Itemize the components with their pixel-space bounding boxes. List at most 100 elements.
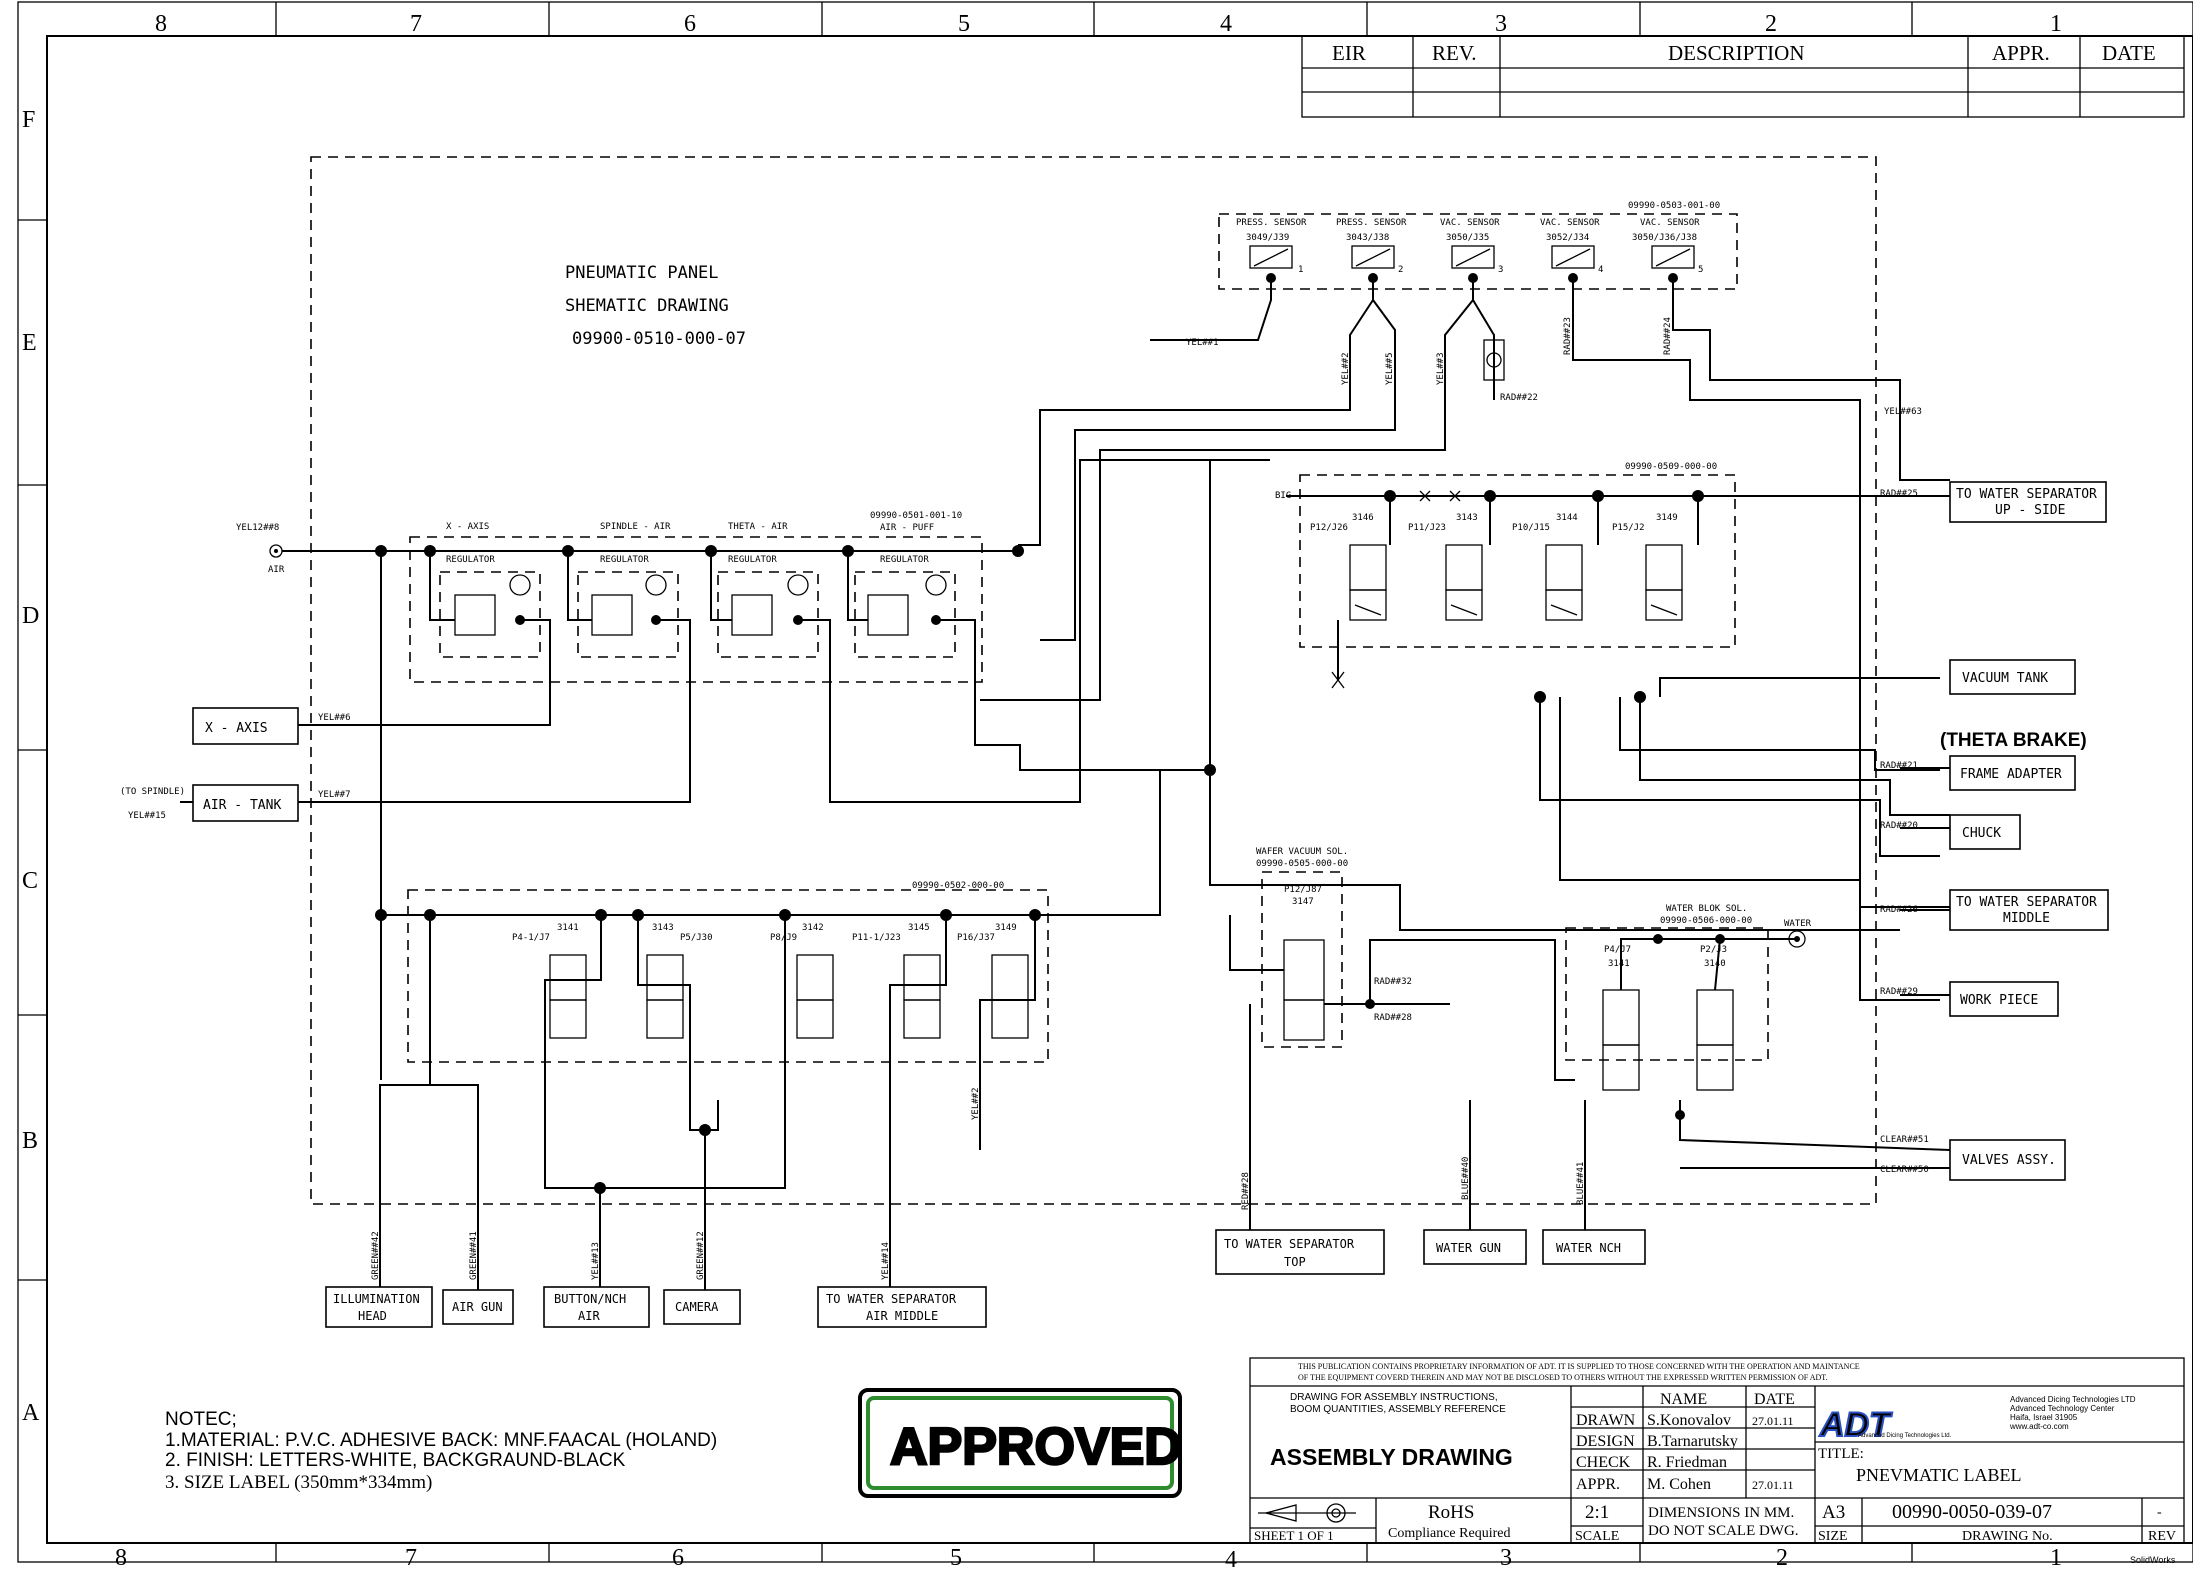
rev-header-rev: REV. <box>1432 41 1477 65</box>
col-label-bottom-3: 3 <box>1500 1545 1512 1569</box>
wire-label-red28: RED##28 <box>1241 1172 1251 1210</box>
work-piece-label: WORK PIECE <box>1960 993 2038 1008</box>
sensor-2-num: 2 <box>1398 265 1403 275</box>
wire-label-yel3: YEL##3 <box>1436 352 1446 385</box>
water-sep-top-box <box>1215 1229 1385 1275</box>
rev-header-appr: APPR. <box>1992 41 2050 65</box>
wire-label-yel63: YEL##63 <box>1884 407 1922 417</box>
date-header: DATE <box>1754 1391 1795 1408</box>
wire-label-blue40: BLUE##40 <box>1461 1157 1471 1200</box>
water-block: WATER BLOK SOL. 09990-0506-000-00 WATER … <box>1565 904 1812 1091</box>
name-drawn: S.Konovalov <box>1647 1412 1731 1429</box>
wafer-vacuum-code: 3147 <box>1292 897 1314 907</box>
water-sep-top-line1: TO WATER SEPARATOR <box>1224 1237 1355 1251</box>
role-drawn: DRAWN <box>1576 1412 1636 1429</box>
valve-upper-2-port: P11/J23 <box>1408 523 1446 533</box>
sensor-5-num: 5 <box>1698 265 1703 275</box>
water-block-2-port: P2/J3 <box>1700 945 1727 955</box>
sensor-4-name: VAC. SENSOR <box>1540 218 1600 228</box>
name-header: NAME <box>1660 1391 1707 1408</box>
regulator-group: 09990-0501-001-10 AIR - PUFF X - AXIS SP… <box>409 511 983 683</box>
bottom-outputs: ILLUMINATION HEAD AIR GUN BUTTON/NCH AIR… <box>325 1229 1646 1328</box>
valve-lower-5-code: 3149 <box>995 923 1017 933</box>
wire-label-rad20: RAD##20 <box>1880 821 1918 831</box>
water-sep-air-line1: TO WATER SEPARATOR <box>826 1292 957 1306</box>
water-block-1-port: P4/J7 <box>1604 945 1631 955</box>
company-info-3: Haifa, Israel 31905 <box>2010 1413 2078 1422</box>
scale-label: SCALE <box>1575 1529 1619 1544</box>
title-block: THIS PUBLICATION CONTAINS PROPRIETARY IN… <box>1249 1357 2185 1565</box>
wire-label-green41: GREEN##41 <box>469 1231 479 1280</box>
name-check: R. Friedman <box>1647 1454 1727 1471</box>
wire-label-clear50: CLEAR##50 <box>1880 1165 1929 1175</box>
wafer-vacuum-title: WAFER VACUUM SOL. <box>1256 847 1348 857</box>
valves-assy-box <box>1949 1139 2066 1181</box>
sensor-4-code: 3052/J34 <box>1546 233 1589 243</box>
valve-upper-symbols <box>1349 544 1683 621</box>
water-sep-top-line2: TOP <box>1284 1255 1306 1269</box>
col-label-6: 6 <box>684 11 696 37</box>
wire-label-rad32: RAD##32 <box>1374 977 1412 987</box>
sensor-2-code: 3043/J38 <box>1346 233 1389 243</box>
regulator-3-label: REGULATOR <box>728 555 777 565</box>
regulator-label-xaxis: X - AXIS <box>446 522 489 532</box>
sensor-wires <box>980 278 1950 1001</box>
wire-label-rad22: RAD##22 <box>1500 393 1538 403</box>
air-tank-label: AIR - TANK <box>203 798 281 813</box>
date-drawn: 27.01.11 <box>1752 1414 1794 1428</box>
col-label-bottom-2: 2 <box>1776 1545 1788 1569</box>
col-label-5: 5 <box>958 11 970 37</box>
row-label-c: C <box>22 868 38 894</box>
water-sep-air-line2: AIR MIDDLE <box>866 1309 938 1323</box>
wire-label-yel14: YEL##14 <box>881 1242 891 1280</box>
wire-label-yel1: YEL##1 <box>1186 338 1219 348</box>
wire-label-yel2: YEL##2 <box>1341 352 1351 385</box>
camera-label: CAMERA <box>675 1300 719 1314</box>
company-tag: Advanced Dicing Technologies Ltd. <box>1858 1433 1952 1439</box>
frame-adapter-label: FRAME ADAPTER <box>1960 767 2062 782</box>
right-wire-labels: RAD##25 RAD##21 RAD##20 RAD##26 RAD##29 … <box>1880 489 1929 1175</box>
wire-label-rad29: RAD##29 <box>1880 987 1918 997</box>
camera-box <box>663 1289 741 1325</box>
valve-group-upper: 09990-0509-000-00 3146 P12/J26 3143 P11/… <box>1286 462 1880 648</box>
wire-label-clear51: CLEAR##51 <box>1880 1135 1929 1145</box>
valve-lower-partno: 09990-0502-000-00 <box>912 881 1004 891</box>
drawing-no-label: DRAWING No. <box>1962 1529 2053 1544</box>
water-sep-up-line2: UP - SIDE <box>1995 503 2065 518</box>
button-line1: BUTTON/NCH <box>554 1292 626 1306</box>
x-axis-label: X - AXIS <box>205 721 268 736</box>
wire-label-big: BIG <box>1275 491 1291 501</box>
water-sep-up-box <box>1949 481 2107 523</box>
sensor-3-num: 3 <box>1498 265 1503 275</box>
valve-lower-3-port: P8/J9 <box>770 933 797 943</box>
row-label-f: F <box>22 107 35 133</box>
col-label-3: 3 <box>1495 11 1507 37</box>
button-box <box>543 1286 650 1328</box>
panel-outline <box>310 156 1877 1205</box>
col-label-bottom-7: 7 <box>405 1545 417 1569</box>
row-label-d: D <box>22 603 39 629</box>
title-value: PNEVMATIC LABEL <box>1856 1465 2022 1485</box>
water-block-title: WATER BLOK SOL. <box>1666 904 1747 914</box>
company-logo: ADT <box>1819 1406 1893 1444</box>
wire-label-green12: GREEN##12 <box>696 1231 706 1280</box>
wafer-vacuum: WAFER VACUUM SOL. 09990-0505-000-00 P12/… <box>1256 847 1412 1048</box>
valve-lower-5-port: P16/J37 <box>957 933 995 943</box>
sensor-1-num: 1 <box>1298 265 1303 275</box>
water-block-partno: 09990-0506-000-00 <box>1660 916 1752 926</box>
sensor-group: 09990-0503-001-00 PRESS. SENSOR 3049/J39… <box>1218 201 1738 290</box>
valve-upper-4-code: 3149 <box>1656 513 1678 523</box>
upper-valve-wires <box>1337 496 1950 908</box>
x-axis-box <box>192 707 299 745</box>
chuck-label: CHUCK <box>1962 826 2001 841</box>
name-design: B.Tarnarutsky <box>1647 1433 1738 1450</box>
regulator-label-theta: THETA - AIR <box>728 522 788 532</box>
vacuum-tank-box <box>1949 659 2076 695</box>
company-info-1: Advanced Dicing Technologies LTD <box>2010 1395 2136 1404</box>
sensor-1-code: 3049/J39 <box>1246 233 1289 243</box>
water-sep-middle-line1: TO WATER SEPARATOR <box>1956 895 2097 910</box>
valve-upper-1-code: 3146 <box>1352 513 1374 523</box>
approved-stamp: APPROVED <box>858 1388 1183 1498</box>
valve-upper-4-port: P15/J2 <box>1612 523 1645 533</box>
wafer-vacuum-port: P12/J87 <box>1284 885 1322 895</box>
